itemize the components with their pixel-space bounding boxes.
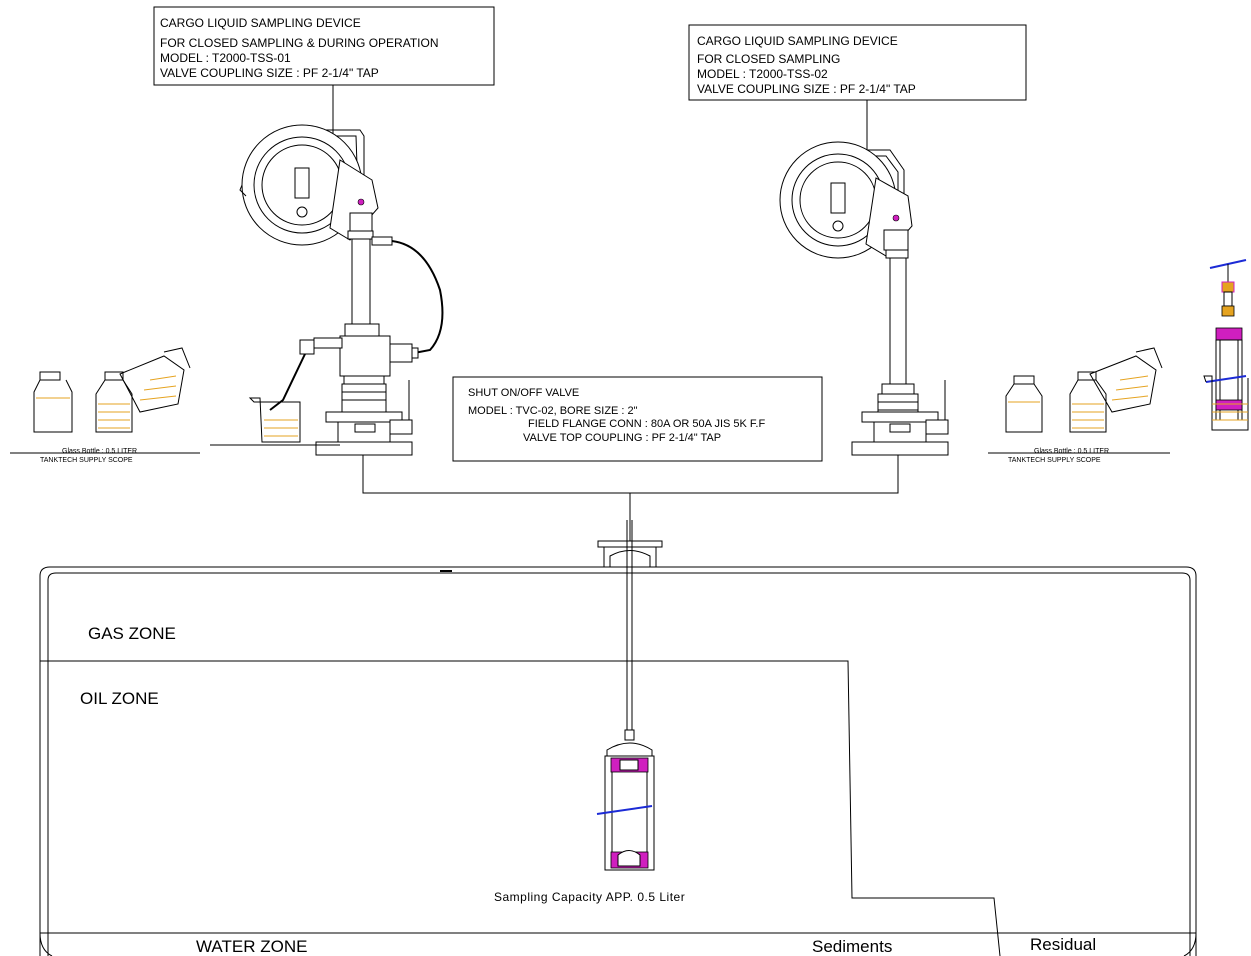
gas-zone-label: GAS ZONE [88, 624, 176, 643]
bottle-right-label: Glass Bottle : 0.5 LITER [1034, 448, 1109, 455]
valve-top-coupling: VALVE TOP COUPLING : PF 2-1/4" TAP [523, 432, 721, 444]
residual-label: Residual [1030, 935, 1096, 954]
device-left-coupling: VALVE COUPLING SIZE : PF 2-1/4" TAP [160, 66, 379, 80]
valve-flange: FIELD FLANGE CONN : 80A OR 50A JIS 5K F.… [528, 418, 765, 430]
valve-label: SHUT ON/OFF VALVE MODEL : TVC-02, BORE S… [452, 376, 823, 462]
sampler-canister [596, 520, 655, 871]
cargo-tank [39, 540, 1197, 956]
device-right-model: MODEL : T2000-TSS-02 [697, 67, 828, 81]
bottles-right [988, 347, 1170, 454]
bottle-right-scope: TANKTECH SUPPLY SCOPE [1008, 457, 1101, 464]
sediments-label: Sediments [812, 937, 892, 956]
device-left-subtitle: FOR CLOSED SAMPLING & DURING OPERATION [160, 36, 438, 50]
valve-title: SHUT ON/OFF VALVE [468, 387, 579, 399]
device-left-model: MODEL : T2000-TSS-01 [160, 51, 291, 65]
bottles-left [10, 347, 200, 454]
valve-model: MODEL : TVC-02, BORE SIZE : 2" [468, 405, 638, 417]
device-right-subtitle: FOR CLOSED SAMPLING [697, 52, 840, 66]
device-right-label: CARGO LIQUID SAMPLING DEVICE FOR CLOSED … [688, 24, 1027, 168]
bottle-left-label: Glass Bottle : 0.5 LITER [62, 448, 137, 455]
sampler-decanting [1203, 259, 1249, 431]
device-left-label: CARGO LIQUID SAMPLING DEVICE FOR CLOSED … [153, 6, 495, 160]
sampling-device-right [779, 141, 949, 456]
bottle-left-scope: TANKTECH SUPPLY SCOPE [40, 457, 133, 464]
sampling-device-left [239, 124, 444, 456]
device-right-coupling: VALVE COUPLING SIZE : PF 2-1/4" TAP [697, 82, 916, 96]
device-left-title: CARGO LIQUID SAMPLING DEVICE [160, 16, 361, 30]
oil-zone-label: OIL ZONE [80, 689, 159, 708]
sampler-caption: Sampling Capacity APP. 0.5 Liter [494, 890, 685, 904]
beaker-left [210, 397, 340, 446]
water-zone-label: WATER ZONE [196, 937, 307, 956]
device-right-title: CARGO LIQUID SAMPLING DEVICE [697, 34, 898, 48]
